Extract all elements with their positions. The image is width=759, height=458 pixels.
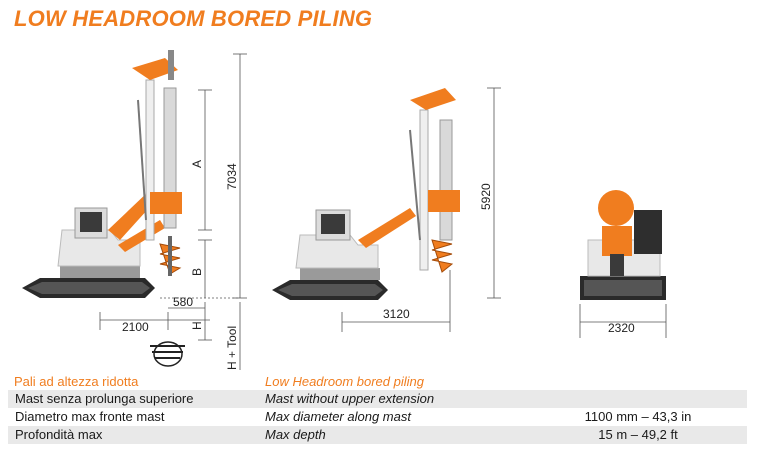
right-dimensions xyxy=(579,304,667,338)
rig-drawings: 7034 A B H H + Tool 2100 580 5920 3120 xyxy=(22,50,667,370)
dim-width-mid: 3120 xyxy=(383,307,410,321)
table-row: Diametro max fronte mast Max diameter al… xyxy=(8,408,747,426)
row-label-it: Profondità max xyxy=(15,427,103,442)
rig-left-illustration xyxy=(22,50,185,367)
rig-middle-illustration xyxy=(272,88,460,300)
dim-height-left: 7034 xyxy=(225,163,239,190)
table-header-en: Low Headroom bored piling xyxy=(265,374,424,389)
row-label-en: Max diameter along mast xyxy=(265,409,411,424)
left-dimensions xyxy=(99,53,247,370)
rig-front-illustration xyxy=(580,190,666,300)
row-value: 1100 mm – 43,3 in xyxy=(584,409,692,424)
dim-h: H xyxy=(190,321,204,330)
table-row: Mast senza prolunga superiore Mast witho… xyxy=(8,390,747,408)
table-row: Profondità max Max depth 15 m – 49,2 ft xyxy=(8,426,747,444)
row-label-it: Diametro max fronte mast xyxy=(15,409,165,424)
dim-width-right: 2320 xyxy=(608,321,635,335)
row-label-en: Max depth xyxy=(265,427,326,442)
dim-h-tool: H + Tool xyxy=(225,326,239,370)
dim-height-mid: 5920 xyxy=(479,183,493,210)
dim-width-left: 2100 xyxy=(122,320,149,334)
row-label-en: Mast without upper extension xyxy=(265,391,435,406)
middle-dimensions xyxy=(341,87,501,332)
dim-a: A xyxy=(190,160,204,168)
page-title: LOW HEADROOM BORED PILING xyxy=(14,6,373,31)
row-value: 15 m – 49,2 ft xyxy=(598,427,678,442)
dim-offset-left: 580 xyxy=(173,295,193,309)
table-header-it: Pali ad altezza ridotta xyxy=(14,374,139,389)
row-label-it: Mast senza prolunga superiore xyxy=(15,391,194,406)
dim-b: B xyxy=(190,268,204,276)
